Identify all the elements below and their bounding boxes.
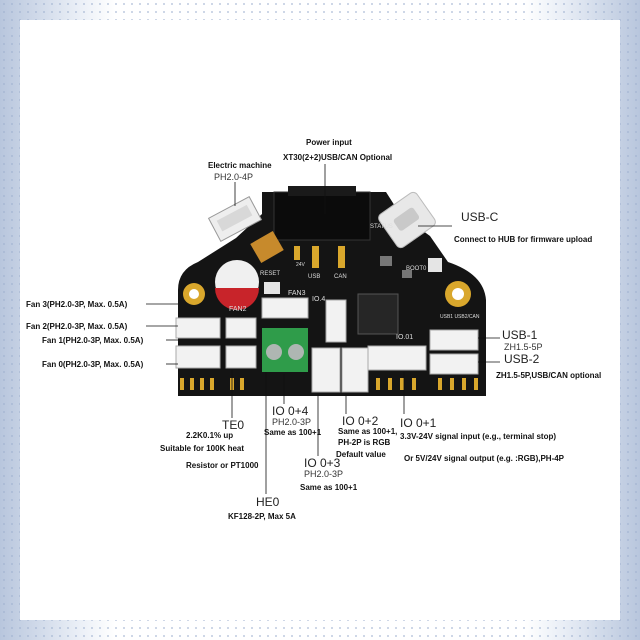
te0-line2: Suitable for 100K heat <box>160 444 244 453</box>
io02-label: IO 0+2 <box>342 414 378 428</box>
mcu-chip <box>358 294 398 334</box>
te0-line1: 2.2K0.1% up <box>186 431 233 440</box>
io03-label: IO 0+3 <box>304 456 340 470</box>
silk-io01: IO.01 <box>396 334 413 341</box>
reset-button <box>264 282 280 294</box>
te0-label: TE0 <box>222 418 244 432</box>
usb-c-label: USB-C <box>461 210 498 224</box>
io04-note: Same as 100+1 <box>264 428 321 437</box>
xt30-connector <box>274 192 370 240</box>
io01-note2: Or 5V/24V signal output (e.g. :RGB),PH-4… <box>404 454 564 463</box>
silk-24v: 24V <box>296 262 305 268</box>
silk-fan3: FAN3 <box>288 290 306 297</box>
fan2-label: Fan 2(PH2.0-3P, Max. 0.5A) <box>26 322 127 331</box>
v24-pin <box>294 246 300 260</box>
usb-pin <box>312 246 319 268</box>
usb2-label: USB-2 <box>504 352 539 366</box>
usb1-type: ZH1.5-5P <box>504 342 543 352</box>
fan0-label: Fan 0(PH2.0-3P, Max. 0.5A) <box>42 360 143 369</box>
io03-note: Same as 100+1 <box>300 483 357 492</box>
electric-machine-label: Electric machine <box>208 161 272 170</box>
xt30-top <box>288 186 356 196</box>
power-input-label: Power input <box>306 138 352 147</box>
silk-can: CAN <box>334 274 347 280</box>
he0-type: KF128-2P, Max 5A <box>228 512 296 521</box>
te0-line3: Resistor or PT1000 <box>186 461 258 470</box>
io01-label: IO 0+1 <box>400 416 436 430</box>
io03-type: PH2.0-3P <box>304 469 343 479</box>
io02-note1: Same as 100+1, <box>338 427 397 436</box>
silk-boot0: BOOT0 <box>406 266 426 272</box>
silk-usb1-usb2: USB1 USB2/CAN <box>440 314 479 320</box>
usb1-label: USB-1 <box>502 328 537 342</box>
silk-reset: RESET <box>260 271 280 277</box>
silk-fan2: FAN2 <box>229 306 247 313</box>
io02-note2: PH-2P is RGB <box>338 438 390 447</box>
fan1-label: Fan 1(PH2.0-3P, Max. 0.5A) <box>42 336 143 345</box>
can-pin <box>338 246 345 268</box>
usb-c-note: Connect to HUB for firmware upload <box>454 235 592 244</box>
io02-note3: Default value <box>336 450 386 459</box>
silk-status: STATUS <box>370 224 393 230</box>
boot0-button <box>428 258 442 272</box>
usb2-type: ZH1.5-5P,USB/CAN optional <box>496 371 601 380</box>
motor-connector-type: PH2.0-4P <box>214 172 253 182</box>
he0-label: HE0 <box>256 495 279 509</box>
io01-note1: 3.3V-24V signal input (e.g., terminal st… <box>400 432 556 441</box>
xt30-label: XT30(2+2)USB/CAN Optional <box>283 153 392 162</box>
io04-type: PH2.0-3P <box>272 417 311 427</box>
silk-io4: IO.4 <box>312 296 325 303</box>
io04-label: IO 0+4 <box>272 404 308 418</box>
silk-usb: USB <box>308 274 320 280</box>
fan3-label: Fan 3(PH2.0-3P, Max. 0.5A) <box>26 300 127 309</box>
